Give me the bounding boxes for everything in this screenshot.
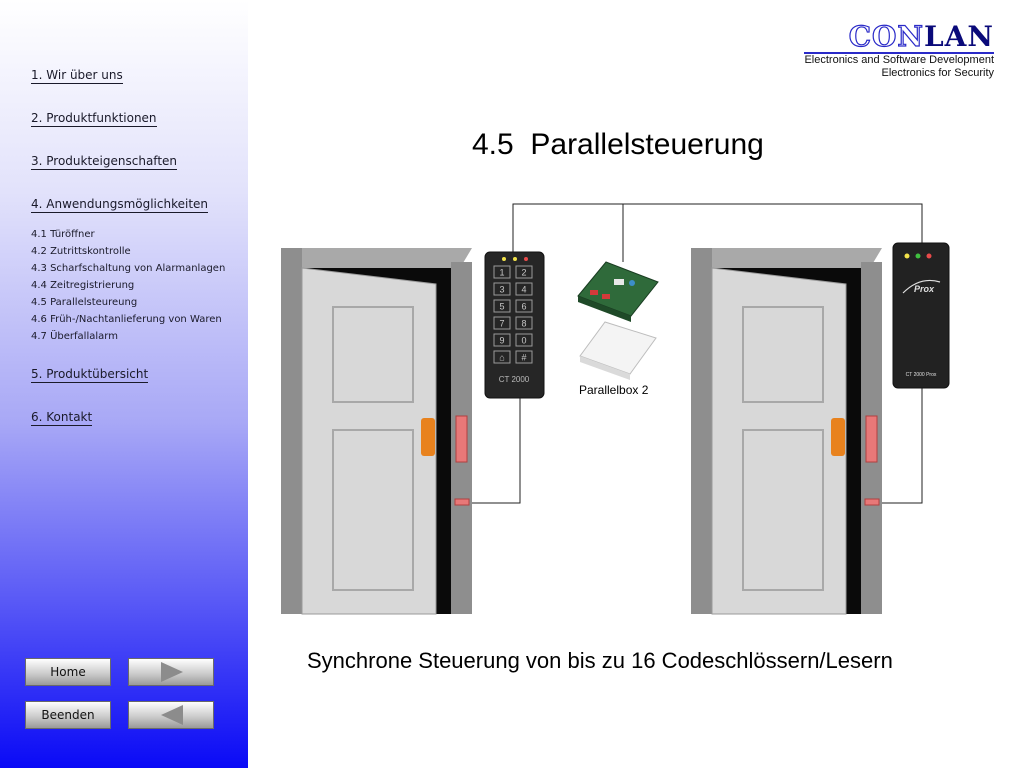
reader-brand: Prox: [914, 284, 935, 294]
logo-con: CON: [848, 19, 924, 53]
keypad-key: [493, 282, 511, 296]
slide-caption: Synchrone Steuerung von bis zu 16 Codesc…: [307, 648, 893, 673]
keypad-model-label: CT 2000: [499, 375, 530, 384]
nav-item-about[interactable]: 1. Wir über uns: [31, 68, 123, 84]
keypad-key-label: #: [521, 353, 526, 363]
nav-item-properties[interactable]: 3. Produkteigenschaften: [31, 154, 178, 170]
right-door: [691, 248, 882, 615]
nav-item-functions[interactable]: 2. Produktfunktionen: [31, 111, 157, 127]
back-button[interactable]: [128, 701, 214, 729]
subnav-item-door-opener[interactable]: 4.1 Türöffner: [31, 229, 95, 240]
keypad-key-label: 7: [499, 319, 504, 329]
keypad-key: [515, 299, 533, 313]
keypad-key-label: 6: [521, 302, 526, 312]
keypad-ct2000: 1 2 3 4 5 6 7 8 9 0 ⌂ # CT 2000: [484, 251, 545, 399]
keypad-key: [515, 316, 533, 330]
keypad-key-label: 5: [499, 302, 504, 312]
quit-button[interactable]: Beenden: [25, 701, 111, 729]
sidebar: 1. Wir über uns 2. Produktfunktionen 3. …: [0, 0, 248, 768]
logo-tagline-1: Electronics and Software Development: [804, 54, 994, 66]
right-door-strike-icon: [865, 415, 878, 463]
logo-wordmark: CONLAN: [804, 19, 994, 54]
keypad-key-label: 1: [499, 268, 504, 278]
keypad-key: [515, 350, 533, 364]
logo-tagline-2: Electronics for Security: [881, 67, 994, 79]
nav-item-applications[interactable]: 4. Anwendungsmöglichkeiten: [31, 197, 209, 213]
keypad-key: [515, 333, 533, 347]
page-title: 4.5 Parallelsteuerung: [472, 128, 764, 161]
keypad-key-label: 2: [521, 268, 526, 278]
logo-lan: LAN: [923, 20, 994, 53]
subnav-item-alarm-arming[interactable]: 4.3 Scharfschaltung von Alarmanlagen: [31, 263, 226, 274]
keypad-key-label: 4: [521, 285, 526, 295]
keypad-key: [493, 299, 511, 313]
subnav-item-time-recording[interactable]: 4.4 Zeitregistrierung: [31, 280, 135, 291]
parallel-box: [577, 261, 659, 380]
parallel-box-label: Parallelbox 2: [579, 383, 649, 397]
keypad-key-label: 8: [521, 319, 526, 329]
keypad-key: [515, 265, 533, 279]
play-right-icon: [161, 662, 183, 682]
play-left-icon: [161, 705, 183, 725]
logo-underline: [804, 52, 994, 54]
nav-item-contact[interactable]: 6. Kontakt: [31, 410, 93, 426]
keypad-key: [493, 333, 511, 347]
keypad-key-label: 9: [499, 336, 504, 346]
wiring: [470, 203, 923, 504]
subnav-item-parallel-control[interactable]: 4.5 Parallelsteureung: [31, 297, 138, 308]
keypad-key-label: 0: [521, 336, 526, 346]
left-door: [281, 248, 472, 615]
company-logo: CONLAN Electronics and Software Developm…: [804, 19, 994, 80]
keypad-key: [493, 316, 511, 330]
keypad-key: [493, 265, 511, 279]
subnav-item-holdup-alarm[interactable]: 4.7 Überfallalarm: [31, 331, 118, 342]
right-door-handle-icon: [831, 418, 845, 456]
keypad-key-label: ⌂: [499, 353, 504, 363]
reader-model-label: CT 2000 Prox: [906, 372, 937, 378]
home-button[interactable]: Home: [25, 658, 111, 686]
left-door-strike-icon: [455, 415, 468, 463]
next-button[interactable]: [128, 658, 214, 686]
keypad-key: [493, 350, 511, 364]
subnav-item-access-control[interactable]: 4.2 Zutrittskontrolle: [31, 246, 131, 257]
left-door-handle-icon: [421, 418, 435, 456]
subnav-item-delivery[interactable]: 4.6 Früh-/Nachtanlieferung von Waren: [31, 314, 222, 325]
nav-item-product-overview[interactable]: 5. Produktübersicht: [31, 367, 149, 383]
keypad-key: [515, 282, 533, 296]
keypad-key-label: 3: [499, 285, 504, 295]
prox-reader: Prox CT 2000 Prox: [892, 242, 950, 389]
